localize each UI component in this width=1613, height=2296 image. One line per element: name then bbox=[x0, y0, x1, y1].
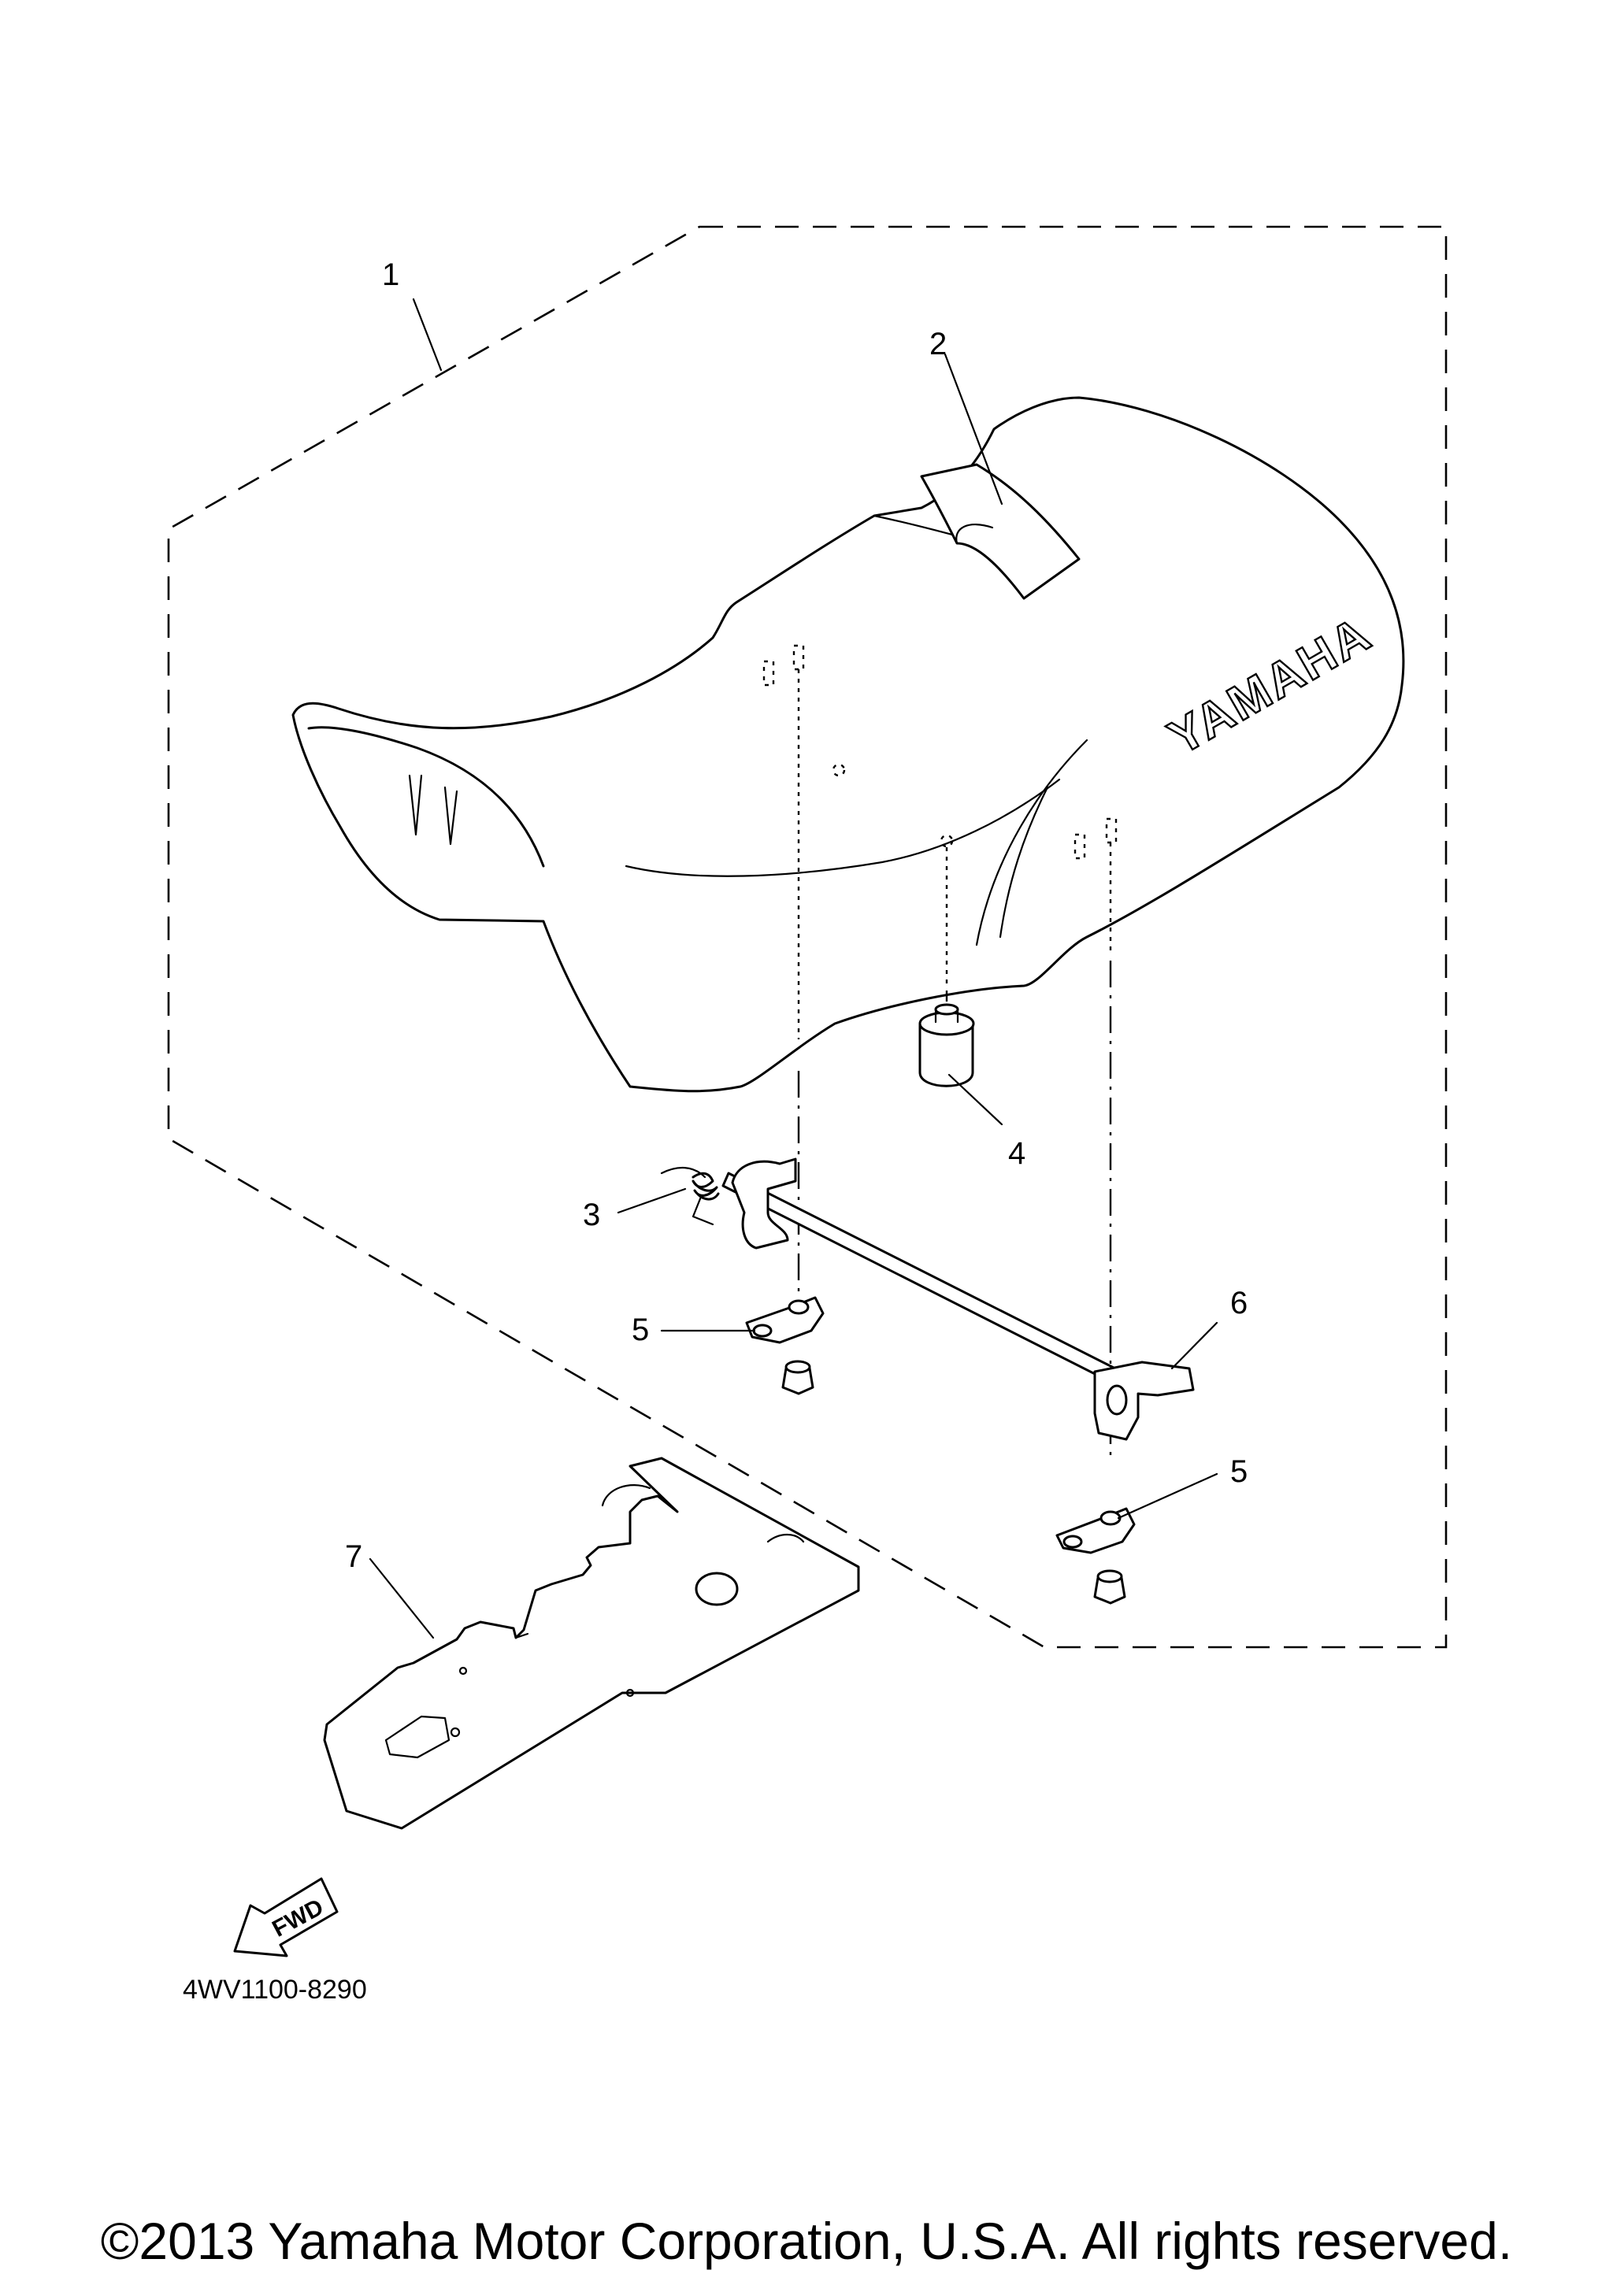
callout-4: 4 bbox=[1008, 1136, 1025, 1171]
copyright-notice: ©2013 Yamaha Motor Corporation, U.S.A. A… bbox=[100, 2212, 1513, 2270]
seat-damper bbox=[918, 1003, 975, 1087]
callout-2: 2 bbox=[929, 327, 947, 361]
mount-bracket-right bbox=[1055, 1507, 1136, 1605]
diagram-code: 4WV1100-8290 bbox=[183, 1975, 367, 2005]
callout-5-left: 5 bbox=[632, 1313, 649, 1347]
return-spring bbox=[660, 1167, 720, 1226]
lock-rod bbox=[721, 1157, 1195, 1441]
base-plate bbox=[323, 1457, 860, 1830]
callout-5-right: 5 bbox=[1230, 1454, 1248, 1489]
assembly-boundary bbox=[167, 225, 1448, 1649]
seat-strap bbox=[920, 463, 1081, 600]
hidden-mounts bbox=[762, 644, 1118, 860]
callout-6: 6 bbox=[1230, 1286, 1248, 1320]
leader-lines bbox=[369, 298, 1218, 1639]
mount-bracket-left bbox=[745, 1296, 825, 1395]
seat-assembly bbox=[291, 396, 1405, 1093]
seat-brand-logo: YAMAHA bbox=[1160, 606, 1381, 765]
callout-7: 7 bbox=[345, 1539, 362, 1574]
callout-1: 1 bbox=[382, 257, 399, 292]
fwd-arrow: FWD bbox=[233, 1877, 339, 1957]
callout-3: 3 bbox=[583, 1198, 600, 1232]
